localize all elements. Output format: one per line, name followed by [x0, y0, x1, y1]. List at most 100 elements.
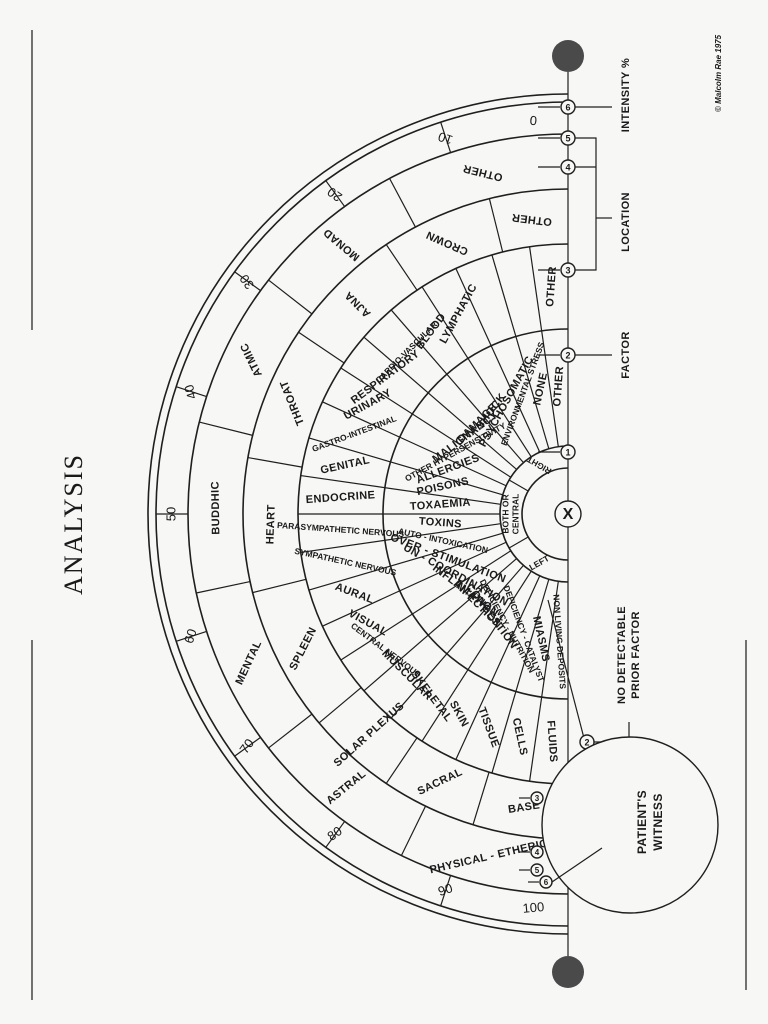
systems-ring-label: GENITAL	[319, 454, 371, 476]
marker-number: 2	[584, 737, 589, 747]
marker-circle	[530, 791, 544, 805]
inner-ring-label: RIGHT	[524, 454, 553, 476]
inner-ring-label: BOTH OR	[500, 494, 510, 533]
chakra-divider	[247, 456, 303, 468]
chakra-ring-label: SPLEEN	[287, 625, 319, 672]
factors-ring-label: OTHER	[551, 366, 566, 407]
chakra-ring-label: CROWN	[424, 228, 470, 257]
marker-number: 4	[565, 162, 570, 172]
sector-spoke	[421, 286, 532, 458]
marker-circle	[530, 845, 544, 859]
scale-label: 70	[236, 736, 257, 757]
chakra-ring-label: SACRAL	[416, 766, 465, 798]
inner-ring-label: CENTRAL	[510, 494, 520, 535]
chakra-ring-label: BASE	[507, 799, 541, 816]
no-factor-pointer	[547, 599, 586, 743]
scale-label: 50	[163, 507, 178, 521]
ring-base	[147, 93, 569, 935]
outer-ring-label: MONAD	[321, 226, 362, 263]
end-dot-top	[552, 40, 584, 72]
chart-title: ANALYSIS	[59, 453, 88, 595]
marker-circle	[530, 863, 544, 877]
sector-spoke	[528, 246, 559, 447]
patient-witness-label: PATIENT'S	[635, 790, 649, 854]
sector-spoke	[363, 336, 518, 470]
outer-divider	[199, 421, 253, 436]
outer-divider	[196, 580, 251, 594]
patient-witness-circle	[541, 736, 719, 914]
scale-tick	[440, 121, 452, 153]
location-label: LOCATION	[620, 192, 632, 252]
sector-spoke	[455, 575, 541, 760]
ring-hub	[521, 467, 569, 561]
outer-ring-label: MENTAL	[233, 639, 264, 687]
scale-label: 10	[436, 129, 454, 148]
patient-witness-label: WITNESS	[651, 793, 665, 850]
marker-number: 1	[565, 447, 570, 457]
systems-ring-label: PARASYMPATHETIC NERVOUS	[277, 520, 405, 539]
outer-divider	[268, 279, 313, 315]
factors-ring-label: TOXAEMIA	[409, 497, 471, 513]
scale-tick	[325, 821, 346, 848]
outer-ring-label: OTHER	[462, 162, 504, 183]
sector-spoke	[300, 474, 501, 505]
scale-label: 100	[522, 899, 545, 916]
outer-ring-label: ATMIC	[238, 341, 265, 379]
chakra-ring-label: THROAT	[278, 379, 307, 427]
sector-spoke	[340, 550, 512, 661]
marker-number: 6	[565, 102, 570, 112]
chakra-divider	[385, 737, 418, 784]
sector-spoke	[455, 268, 541, 453]
chakra-divider	[298, 331, 345, 364]
factors-ring-label: TOXINS	[418, 516, 462, 531]
inner-divider	[508, 536, 529, 549]
scale-tick	[234, 736, 261, 757]
scale-label: 30	[236, 272, 257, 293]
chakra-divider	[385, 244, 418, 291]
sector-spoke	[363, 558, 518, 692]
sector-spoke	[322, 401, 507, 487]
copyright: © Malcolm Rae 1975	[714, 34, 723, 112]
marker-number: 2	[565, 350, 570, 360]
systems-ring-label: TISSUE	[475, 706, 501, 750]
no-factor-label: PRIOR FACTOR	[630, 611, 642, 699]
chakra-divider	[318, 687, 362, 724]
scale-tick	[325, 180, 346, 207]
chakra-divider	[488, 198, 504, 253]
marker-number: 4	[535, 848, 540, 857]
marker-number: 6	[544, 878, 549, 887]
chakra-divider	[472, 772, 490, 825]
sector-spoke	[491, 254, 550, 449]
scale-label: 20	[324, 184, 345, 205]
scale-label: 80	[324, 823, 345, 844]
location-bracket	[575, 137, 597, 271]
sector-spoke	[308, 532, 503, 591]
chakra-ring-label: OTHER	[511, 211, 553, 228]
marker-number: 3	[535, 794, 540, 803]
marker-circle	[560, 444, 576, 460]
systems-ring-label: GASTRO-INTESTINAL	[311, 413, 398, 454]
scale-label: 0	[529, 113, 538, 129]
marker-number: 3	[565, 265, 570, 275]
systems-ring-label: FLUIDS	[544, 720, 559, 763]
sector-spoke	[390, 564, 524, 719]
outer-divider	[389, 178, 416, 228]
chakra-divider	[252, 578, 307, 594]
witness-pointer	[551, 847, 603, 883]
sector-spoke	[340, 367, 512, 478]
scale-tick	[175, 630, 207, 642]
outer-ring-label: ASTRAL	[324, 768, 368, 807]
scale-tick	[234, 271, 261, 292]
chakra-ring-label: SOLAR PLEXUS	[332, 700, 407, 769]
chakra-ring-label: HEART	[264, 504, 277, 544]
marker-number: 5	[565, 133, 570, 143]
scale-label: 90	[436, 880, 454, 899]
factors-ring-label: NON LIVING DEPOSITS	[551, 594, 568, 690]
sector-spoke	[390, 309, 524, 464]
scale-label: 60	[181, 627, 200, 645]
factor-label: FACTOR	[620, 331, 632, 378]
marker-number: 5	[535, 866, 540, 875]
ring-chak	[242, 188, 569, 840]
